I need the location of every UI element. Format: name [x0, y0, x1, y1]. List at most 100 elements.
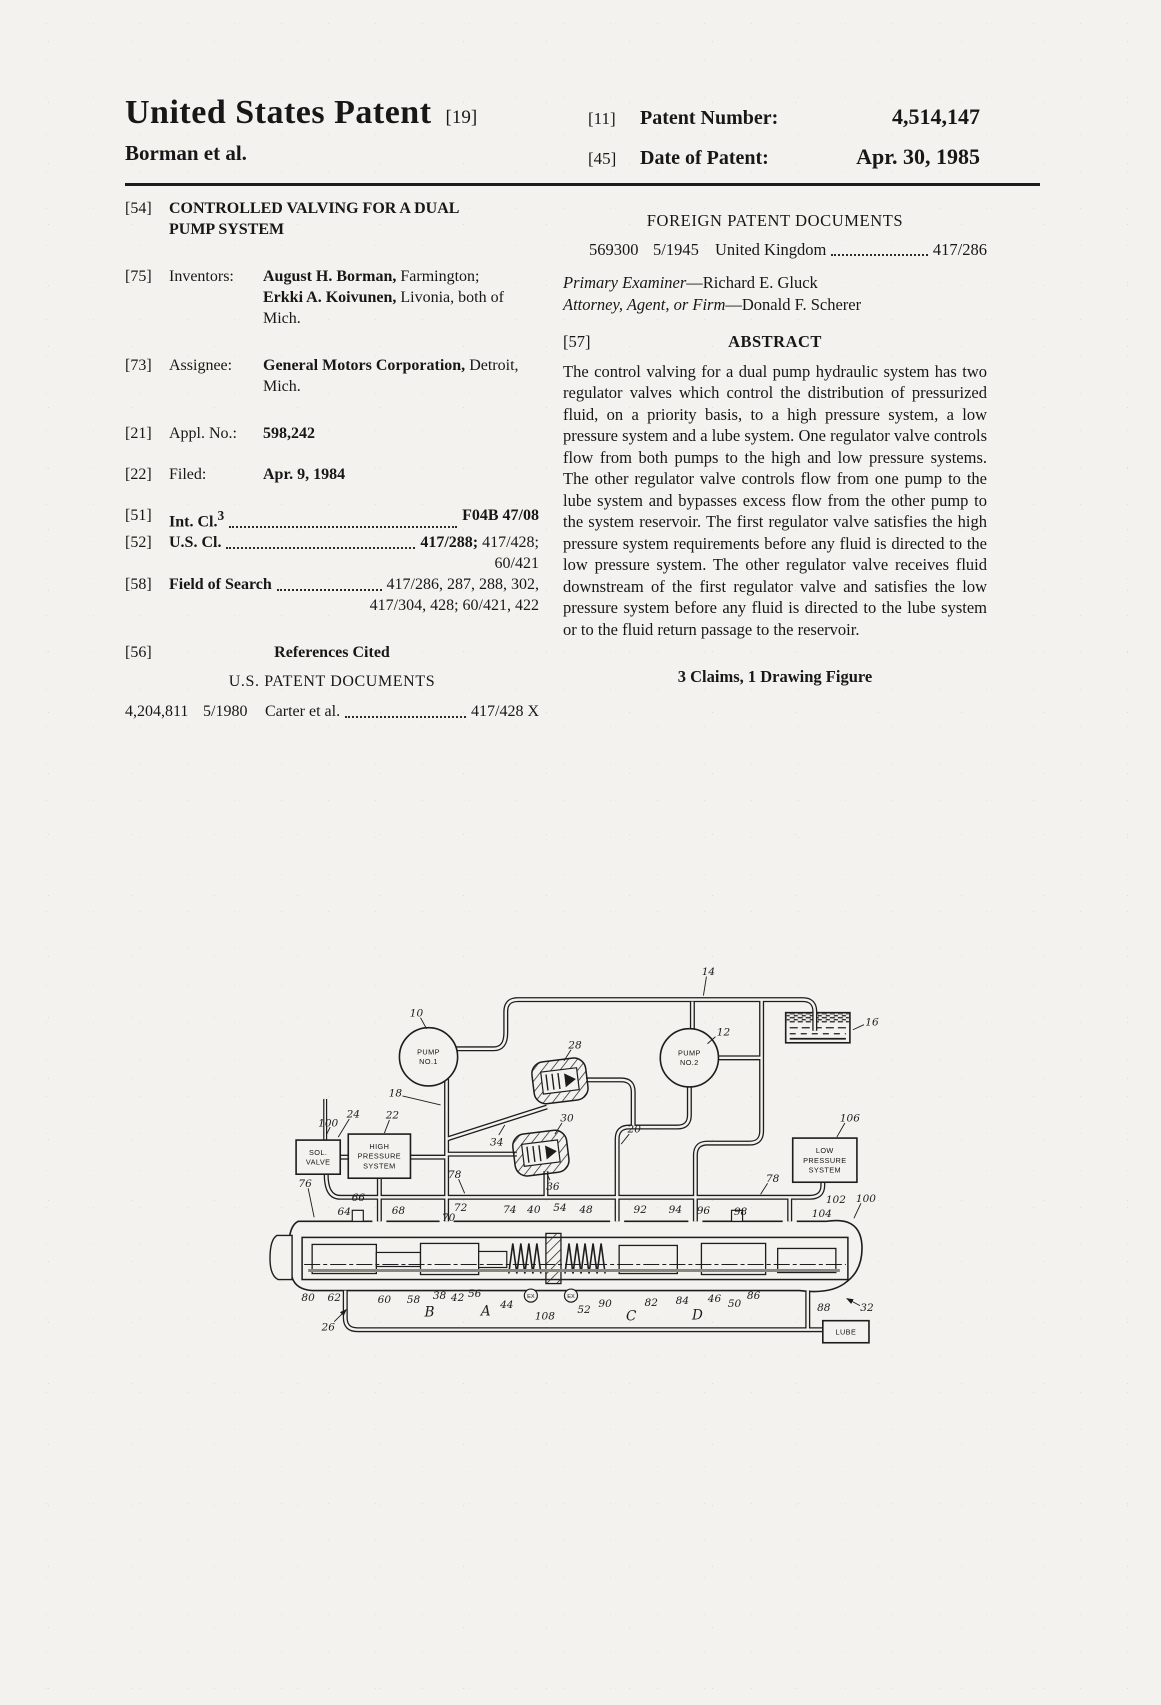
inventor-2-name: Erkki A. Koivunen,: [263, 289, 397, 306]
exhaust-port: [523, 1288, 538, 1303]
foreign-patent-row: 569300 5/1945 United Kingdom 417/286: [563, 239, 987, 261]
header-left: United States Patent[19] Borman et al.: [125, 96, 555, 166]
invention-title: CONTROLLED VALVING FOR A DUAL PUMP SYSTE…: [169, 198, 539, 240]
leader-line: [760, 1182, 769, 1195]
ref-numeral-84: 84: [676, 1295, 689, 1307]
filed-label: Filed:: [169, 466, 207, 483]
bibliographic-column: [54] CONTROLLED VALVING FOR A DUAL PUMP …: [125, 198, 539, 722]
ref-numeral-62: 62: [328, 1292, 342, 1304]
leader-line: [458, 1179, 466, 1194]
ref-numeral-40: 40: [526, 1204, 541, 1216]
sol-valve-box-label: SOL.VALVE: [306, 1148, 331, 1167]
ref-numeral-58: 58: [407, 1294, 421, 1306]
filed-bracket: [22]: [125, 466, 152, 483]
inventor-1-name: August H. Borman,: [263, 268, 397, 285]
dot-leader: [345, 701, 466, 719]
assignee-state: Mich.: [263, 378, 301, 395]
leader-line: [707, 1036, 716, 1045]
us-cl-content: U.S. Cl. 417/288; 417/428; 60/421: [169, 532, 539, 574]
invention-title-line1: CONTROLLED VALVING FOR A DUAL: [169, 200, 460, 217]
ref-numeral-68: 68: [392, 1205, 406, 1217]
inventors-state: Mich.: [263, 310, 301, 327]
lube-box: [822, 1319, 870, 1344]
invention-title-line2: PUMP SYSTEM: [169, 221, 285, 238]
assignee-value: General Motors Corporation, Detroit, Mic…: [263, 355, 539, 397]
check-valve-28: [531, 1057, 589, 1105]
assignee-bracket: [73]: [125, 357, 152, 374]
references-heading-text: References Cited: [274, 644, 390, 662]
ref-numeral-52: 52: [577, 1304, 591, 1316]
exhaust-port: [563, 1288, 579, 1303]
leader-line: [402, 1095, 441, 1106]
leader-line: [546, 1173, 551, 1181]
ref-numeral-76: 76: [298, 1178, 312, 1190]
ref-numeral-48: 48: [578, 1204, 593, 1216]
low-pressure-system-box: [791, 1137, 858, 1184]
sol-valve-box: [295, 1139, 342, 1176]
ref-numeral-16: 16: [865, 1016, 879, 1028]
ref-numeral-74: 74: [503, 1204, 516, 1216]
attorney-name: Donald F. Scherer: [741, 294, 862, 314]
us-cl-row: [52] U.S. Cl. 417/288; 417/428; 60/421: [125, 532, 539, 574]
ref-numeral-96: 96: [697, 1205, 711, 1217]
ref-numeral-14: 14: [702, 966, 715, 978]
assignee-loc: Detroit,: [465, 357, 519, 374]
ref-numeral-12: 12: [717, 1026, 731, 1038]
ref-numeral-94: 94: [669, 1204, 682, 1216]
cited-patent-row: 4,204,811 5/1980 Carter et al. 417/428 X: [125, 701, 539, 722]
primary-examiner-label: Primary Examiner: [563, 273, 687, 292]
ref-numeral-54: 54: [553, 1202, 566, 1214]
ref-numeral-26: 26: [321, 1321, 336, 1333]
primary-examiner-line: Primary Examiner—Richard E. Gluck: [563, 272, 987, 294]
title-bracket: [54]: [125, 200, 152, 217]
patent-authors: Borman et al.: [125, 141, 247, 165]
int-cl-bracket: [51]: [125, 507, 152, 524]
check-valve-30: [512, 1129, 570, 1177]
lube-box-label: LUBE: [836, 1327, 857, 1336]
ref-numeral-98: 98: [734, 1206, 748, 1218]
inventor-2-loc: Livonia, both of: [396, 289, 504, 306]
attorney-label: Attorney, Agent, or Firm: [563, 294, 726, 314]
leader-line: [333, 1309, 347, 1323]
attorney-line: Attorney, Agent, or Firm—Donald F. Scher…: [563, 294, 987, 316]
us-patent-documents-heading: U.S. PATENT DOCUMENTS: [228, 673, 436, 691]
appl-no-bracket: [21]: [125, 425, 152, 442]
ref-numeral-10: 10: [410, 1007, 424, 1019]
dot-leader: [831, 239, 928, 256]
abstract-text: The control valving for a dual pump hydr…: [563, 361, 987, 639]
ref-numeral-D: D: [691, 1307, 703, 1323]
foreign-patent-class: 417/286: [932, 239, 987, 259]
us-cl-bracket: [52]: [125, 534, 152, 552]
ref-numeral-42: 42: [450, 1292, 465, 1304]
ref-numeral-100: 100: [856, 1193, 876, 1205]
ref-numeral-86: 86: [747, 1290, 761, 1302]
ref-numeral-82: 82: [645, 1297, 659, 1309]
ref-numeral-88: 88: [817, 1302, 831, 1314]
leader-line: [498, 1124, 506, 1136]
assignee-label: Assignee:: [169, 357, 233, 374]
ref-numeral-A: A: [479, 1303, 491, 1319]
dot-leader: [276, 574, 382, 592]
leader-line: [563, 1049, 572, 1062]
leader-line: [853, 1203, 862, 1219]
field-of-search-row: [58] Field of Search 417/286, 287, 288, …: [125, 574, 539, 616]
foreign-patent-country: United Kingdom: [715, 239, 827, 259]
inventors-row: [75] Inventors: August H. Borman, Farmin…: [125, 266, 539, 329]
abstract-column: FOREIGN PATENT DOCUMENTS 569300 5/1945 U…: [563, 210, 987, 688]
ref-numeral-B: B: [424, 1304, 435, 1320]
primary-examiner-name: Richard E. Gluck: [702, 273, 818, 292]
high-pressure-system-box: [347, 1133, 412, 1180]
ref-numeral-102: 102: [826, 1194, 846, 1206]
us-cl-value-rest: 417/428;: [478, 534, 539, 552]
leader-line: [846, 1298, 861, 1307]
field-content: Field of Search 417/286, 287, 288, 302, …: [169, 574, 539, 616]
inventor-1-loc: Farmington;: [396, 268, 480, 285]
patent-drawing: SOL.VALVEHIGHPRESSURESYSTEMLOWPRESSURESY…: [269, 966, 879, 1344]
leader-line: [836, 1122, 846, 1138]
field-value-line2: 417/304, 428; 60/421, 422: [369, 597, 539, 615]
ref-numeral-30: 30: [560, 1113, 574, 1125]
